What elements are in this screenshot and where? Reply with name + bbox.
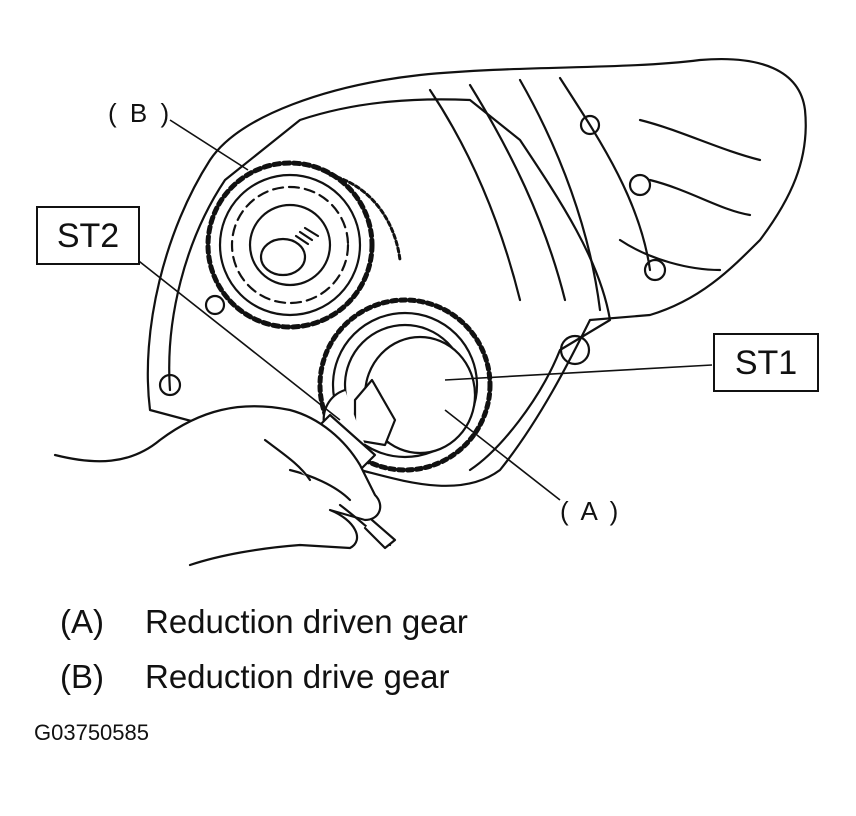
legend-key-a: (A) xyxy=(60,603,104,640)
case-rib-1 xyxy=(428,88,522,302)
leader-a xyxy=(444,409,561,501)
bolt-6 xyxy=(158,373,182,397)
callout-a: ( A ) xyxy=(560,496,622,526)
legend-key-b: (B) xyxy=(60,658,104,695)
legend-text-a: Reduction driven gear xyxy=(145,603,468,640)
callout-b: ( B ) xyxy=(108,98,173,128)
legend-text-b: Reduction drive gear xyxy=(145,658,450,695)
legend-row-a: (A) Reduction driven gear xyxy=(60,603,468,641)
leader-st2 xyxy=(134,257,341,421)
case-rib-4 xyxy=(558,76,652,272)
case-rib-3 xyxy=(518,78,602,312)
reduction-drive-gear xyxy=(205,160,402,330)
case-rib-2 xyxy=(468,83,567,302)
reduction-driven-gear xyxy=(317,297,493,473)
leader-b xyxy=(169,119,249,171)
bolt-4 xyxy=(559,334,591,366)
bolt-2 xyxy=(643,258,667,282)
case-flange xyxy=(168,98,612,472)
legend-row-b: (B) Reduction drive gear xyxy=(60,658,450,696)
callout-st1: ST1 xyxy=(713,333,819,392)
bolt-1 xyxy=(628,173,652,197)
right-housing xyxy=(618,118,762,272)
housing-outline xyxy=(146,58,807,487)
transmission-illustration xyxy=(53,58,807,567)
callout-st2: ST2 xyxy=(36,206,140,265)
bolt-5 xyxy=(204,294,226,316)
bolt-3 xyxy=(579,114,601,136)
leader-st1 xyxy=(444,364,713,381)
figure-id: G03750585 xyxy=(34,720,149,745)
hand xyxy=(53,405,397,567)
